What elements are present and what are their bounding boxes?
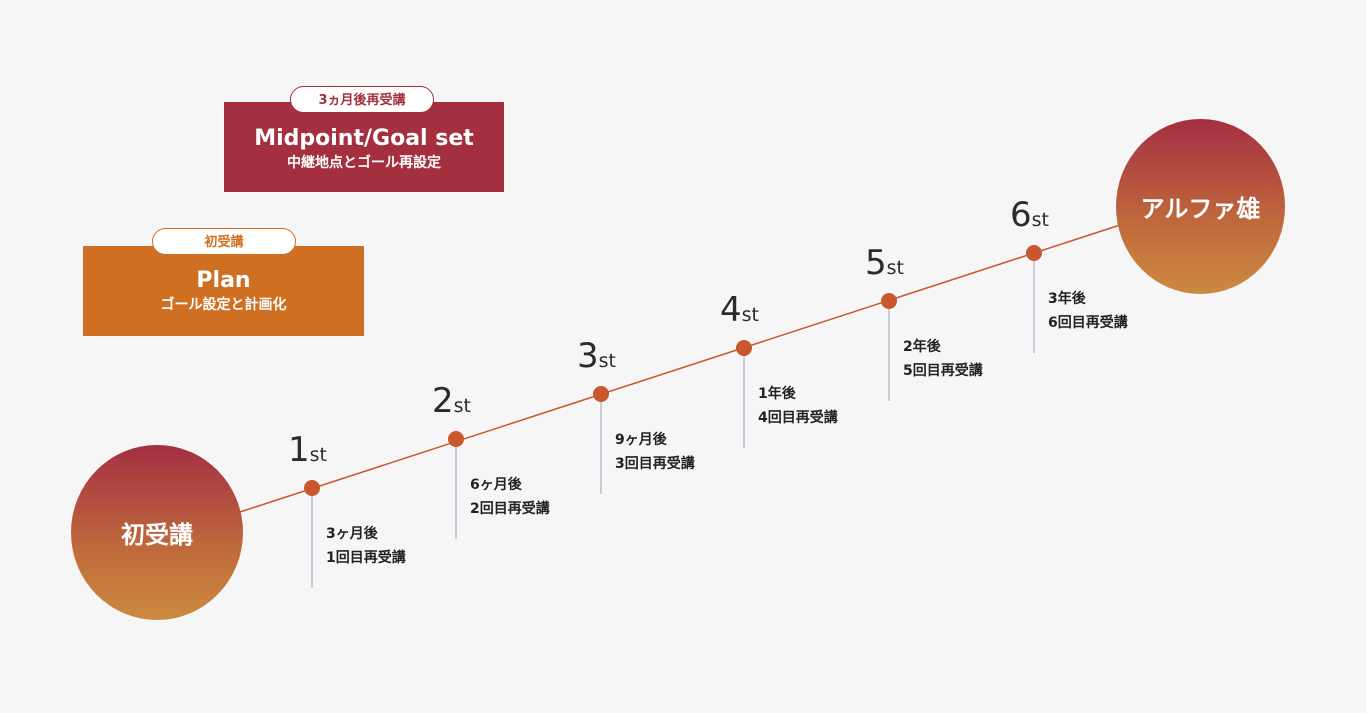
- step-timing: 2年後: [903, 339, 941, 355]
- step-note: 3年後 6回目再受講: [1048, 287, 1128, 335]
- step-suffix: st: [886, 257, 904, 279]
- plan-legend-subtitle: ゴール設定と計画化: [160, 297, 287, 313]
- step-dot: [448, 431, 464, 447]
- plan-legend-box: Plan ゴール設定と計画化: [83, 246, 364, 336]
- goal-circle-label: アルファ雄: [1140, 195, 1261, 223]
- step-note: 3ヶ月後 1回目再受講: [326, 522, 406, 570]
- step-number: 3: [577, 336, 599, 376]
- step-suffix: st: [598, 350, 616, 372]
- step-timing: 9ヶ月後: [615, 432, 667, 448]
- step-suffix: st: [741, 304, 759, 326]
- step-suffix: st: [309, 444, 327, 466]
- step-dot: [304, 480, 320, 496]
- step-number: 2: [432, 381, 454, 421]
- step-label: 6st: [1010, 195, 1049, 235]
- step-label: 3st: [577, 336, 616, 376]
- start-circle: 初受講: [71, 445, 243, 620]
- goal-legend-subtitle: 中継地点とゴール再設定: [287, 155, 441, 171]
- goal-legend-title: Midpoint/Goal set: [254, 126, 474, 151]
- step-timing: 3ヶ月後: [326, 526, 378, 542]
- step-suffix: st: [1031, 209, 1049, 231]
- step-number: 1: [288, 430, 310, 470]
- step-timing: 3年後: [1048, 291, 1086, 307]
- goal-circle: アルファ雄: [1116, 119, 1285, 294]
- step-session: 1回目再受講: [326, 550, 406, 566]
- plan-legend-pill: 初受講: [152, 228, 296, 255]
- step-note: 1年後 4回目再受講: [758, 382, 838, 430]
- step-dot: [736, 340, 752, 356]
- goal-legend-box: Midpoint/Goal set 中継地点とゴール再設定: [224, 102, 504, 192]
- step-session: 4回目再受講: [758, 410, 838, 426]
- step-session: 3回目再受講: [615, 456, 695, 472]
- step-suffix: st: [453, 395, 471, 417]
- step-number: 6: [1010, 195, 1032, 235]
- step-note: 9ヶ月後 3回目再受講: [615, 428, 695, 476]
- start-circle-label: 初受講: [121, 521, 193, 549]
- step-label: 1st: [288, 430, 327, 470]
- step-session: 6回目再受講: [1048, 315, 1128, 331]
- step-dot: [1026, 245, 1042, 261]
- step-label: 4st: [720, 290, 759, 330]
- step-number: 4: [720, 290, 742, 330]
- step-dot: [881, 293, 897, 309]
- step-label: 5st: [865, 243, 904, 283]
- step-timing: 1年後: [758, 386, 796, 402]
- step-label: 2st: [432, 381, 471, 421]
- goal-legend-pill: 3ヵ月後再受講: [290, 86, 434, 113]
- step-note: 6ヶ月後 2回目再受講: [470, 473, 550, 521]
- step-timing: 6ヶ月後: [470, 477, 522, 493]
- step-session: 5回目再受講: [903, 363, 983, 379]
- step-number: 5: [865, 243, 887, 283]
- plan-legend-title: Plan: [196, 268, 251, 293]
- step-note: 2年後 5回目再受講: [903, 335, 983, 383]
- step-dot: [593, 386, 609, 402]
- step-session: 2回目再受講: [470, 501, 550, 517]
- timeline-line: [239, 224, 1121, 513]
